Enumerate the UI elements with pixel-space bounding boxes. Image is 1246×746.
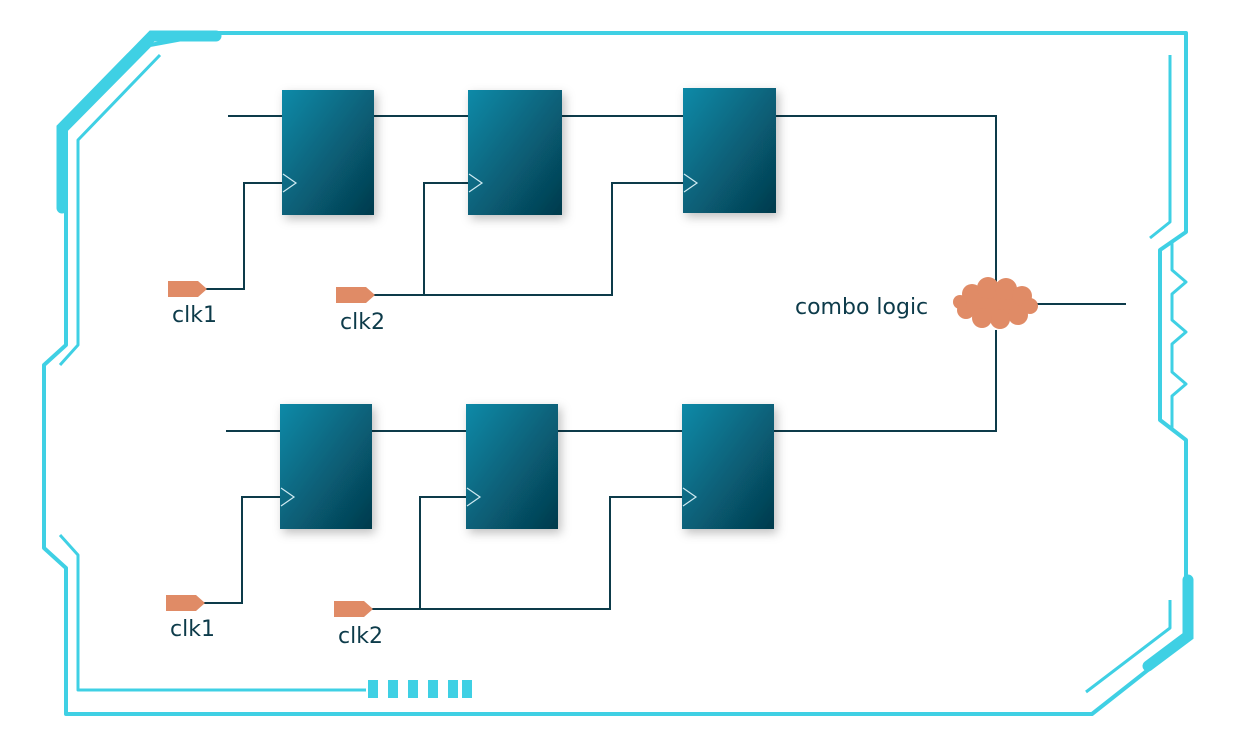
flipflop-bottom-2 (466, 404, 558, 529)
frame-bottom-right-accent (1142, 574, 1194, 672)
top-clk1-label: clk1 (172, 303, 217, 328)
bottom-clk2-port-icon (334, 601, 373, 617)
flipflop-top-1 (282, 90, 374, 215)
frame-right-notches (1170, 242, 1188, 428)
combo-logic-cloud-icon (953, 277, 1038, 329)
flipflop-top-3 (683, 88, 776, 213)
clock-edge-icon (466, 487, 482, 507)
bottom-clk1-port-icon (166, 595, 205, 611)
flipflop-bottom-3 (682, 404, 774, 529)
top-clk2-label: clk2 (340, 310, 385, 335)
bottom-clk2-label: clk2 (338, 624, 383, 649)
top-clk2-wire (374, 182, 683, 296)
frame-inner-right-bottom (1085, 600, 1172, 694)
clock-ports (166, 281, 375, 617)
bottom-clk1-label: clk1 (170, 617, 215, 642)
frame-tick-marks (368, 680, 472, 698)
top-clk2-port-icon (336, 287, 375, 303)
bottom-data-wire (226, 330, 997, 432)
frame-top-left-accent (56, 30, 222, 214)
bottom-clk1-wire (204, 496, 280, 604)
combo-logic-label: combo logic (795, 295, 928, 320)
frame-inner-right-top (1149, 55, 1172, 240)
flipflops (280, 88, 776, 529)
top-clk1-port-icon (168, 281, 207, 297)
flipflop-bottom-1 (280, 404, 372, 529)
flipflop-top-2 (468, 90, 562, 215)
clock-edge-icon (468, 173, 484, 193)
frame-outer-border (42, 31, 1188, 716)
bottom-clk2-wire (372, 496, 682, 610)
clock-edge-icon (280, 487, 296, 507)
clock-edge-icon (683, 173, 699, 193)
top-clk1-wire (206, 182, 282, 290)
clock-edge-icon (682, 487, 698, 507)
decorative-frame (42, 30, 1194, 716)
wires (204, 115, 1126, 610)
clock-edge-icon (282, 173, 298, 193)
top-data-wire (228, 115, 997, 290)
frame-inner-bottom-line (58, 533, 366, 692)
frame-inner-left-line (58, 53, 162, 367)
